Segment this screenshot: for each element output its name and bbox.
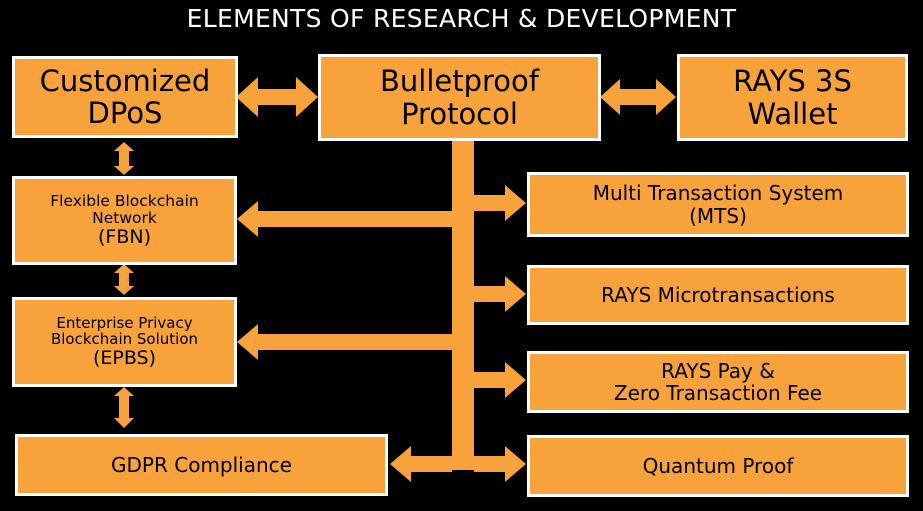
trunk-quantum-arrow: [474, 446, 526, 482]
epbs-box: Enterprise Privacy Blockchain Solution (…: [12, 297, 237, 387]
box-line: Zero Transaction Fee: [613, 381, 823, 405]
box-line: (EPBS): [92, 347, 157, 370]
quantum-proof-box: Quantum Proof: [527, 435, 909, 497]
box-line: (FBN): [97, 226, 151, 249]
trunk-epbs-arrow: [237, 324, 452, 360]
box-line: Network: [92, 208, 157, 227]
customized-dpos-box: Customized DPoS: [12, 56, 238, 138]
box-line: Multi Transaction System: [592, 181, 844, 206]
trunk-fbn-arrow: [237, 201, 452, 237]
box-line: Enterprise Privacy: [56, 313, 193, 332]
trunk-connector: [452, 138, 474, 470]
mts-box: Multi Transaction System (MTS): [527, 172, 909, 237]
box-line: Flexible Blockchain: [50, 191, 199, 210]
diagram-title: ELEMENTS OF RESEARCH & DEVELOPMENT: [186, 4, 737, 33]
trunk-micro-arrow: [474, 276, 526, 312]
fbn-epbs-arrow: [114, 264, 134, 295]
box-line: DPoS: [87, 96, 163, 130]
box-line: GDPR Compliance: [111, 452, 292, 477]
bulletproof-wallet-arrow: [600, 79, 676, 115]
dpos-fbn-arrow: [114, 142, 134, 175]
box-line: RAYS Pay &: [661, 358, 775, 383]
microtransactions-box: RAYS Microtransactions: [527, 265, 909, 325]
box-line: Quantum Proof: [642, 453, 794, 478]
epbs-gdpr-arrow: [114, 387, 134, 428]
box-line: (MTS): [689, 203, 747, 228]
rays-pay-box: RAYS Pay & Zero Transaction Fee: [527, 351, 909, 413]
rays-wallet-box: RAYS 3S Wallet: [677, 54, 908, 141]
box-line: Protocol: [401, 96, 518, 131]
box-line: Customized: [39, 63, 211, 98]
box-line: Blockchain Solution: [50, 330, 199, 349]
trunk-mts-arrow: [474, 185, 526, 221]
fbn-box: Flexible Blockchain Network (FBN): [12, 176, 237, 265]
box-line: RAYS 3S: [733, 64, 852, 99]
box-line: RAYS Microtransactions: [601, 282, 835, 307]
dpos-bulletproof-arrow: [236, 77, 318, 117]
gdpr-box: GDPR Compliance: [15, 434, 388, 496]
box-line: Bulletproof: [380, 64, 539, 99]
bulletproof-protocol-box: Bulletproof Protocol: [318, 54, 601, 141]
box-line: Wallet: [747, 96, 838, 131]
trunk-pay-arrow: [474, 362, 526, 398]
trunk-gdpr-arrow: [390, 446, 452, 482]
